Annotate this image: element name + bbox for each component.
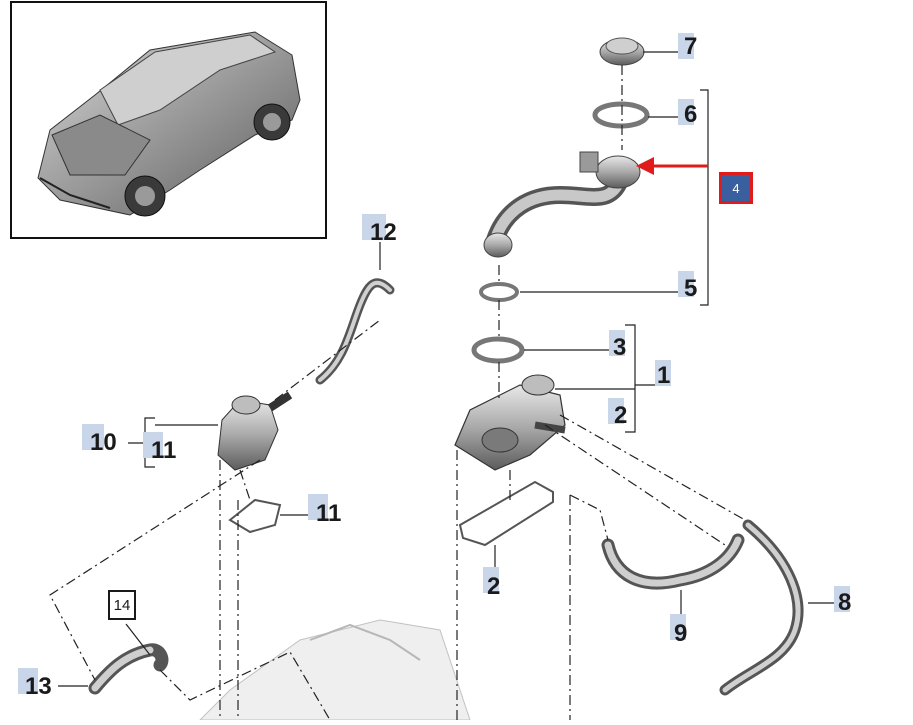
leader-lines (58, 51, 835, 687)
callout-4-highlighted[interactable]: 4 (719, 172, 753, 204)
callout-11-bracket[interactable]: 11 (151, 437, 177, 464)
callout-chip (655, 360, 671, 386)
hose-9-part (601, 533, 745, 590)
filler-neck-hose-part (483, 151, 641, 258)
gasket-part (458, 480, 554, 547)
callout-9[interactable]: 9 (674, 620, 688, 647)
callout-chip (82, 424, 104, 450)
callout-chip (18, 668, 38, 694)
dash-dot-guide-lines (49, 65, 746, 721)
callout-2-bottom[interactable]: 2 (487, 573, 501, 600)
callout-10[interactable]: 10 (90, 429, 117, 456)
callout-chip (834, 586, 850, 612)
callout-chip (670, 614, 686, 640)
oil-separator-left-part (217, 391, 293, 471)
hose-13-part (88, 643, 169, 695)
oil-separator-part (454, 374, 566, 471)
callout-chip (678, 271, 694, 297)
callout-chip (678, 99, 694, 125)
callout-chip (143, 432, 163, 458)
callout-chip (362, 214, 386, 240)
hose-8-part (719, 519, 804, 696)
callout-chip (308, 494, 328, 520)
seal-ring-part (592, 101, 650, 129)
callout-14-boxed[interactable]: 14 (108, 590, 136, 620)
callout-1[interactable]: 1 (657, 362, 671, 389)
callout-8[interactable]: 8 (838, 589, 852, 616)
callout-13[interactable]: 13 (25, 673, 52, 700)
engine-block-part (198, 619, 471, 721)
callout-2-top[interactable]: 2 (614, 402, 628, 429)
callout-12[interactable]: 12 (370, 219, 397, 246)
o-ring-large-part (471, 336, 525, 364)
highlight-arrow (636, 157, 708, 175)
callout-11-gasket[interactable]: 11 (316, 500, 342, 527)
vehicle-thumbnail (10, 1, 327, 239)
callout-chip (609, 330, 625, 356)
gasket-left-part (228, 498, 282, 534)
callout-chip (483, 567, 499, 593)
callout-chip (608, 398, 624, 424)
oil-filler-cap-part (599, 37, 645, 66)
callout-6[interactable]: 6 (684, 101, 698, 128)
hose-12-part (315, 278, 395, 385)
callout-chip (678, 33, 694, 59)
callout-7[interactable]: 7 (684, 33, 698, 60)
o-ring-part (479, 282, 519, 302)
callout-5[interactable]: 5 (684, 275, 698, 302)
callout-3[interactable]: 3 (613, 334, 627, 361)
